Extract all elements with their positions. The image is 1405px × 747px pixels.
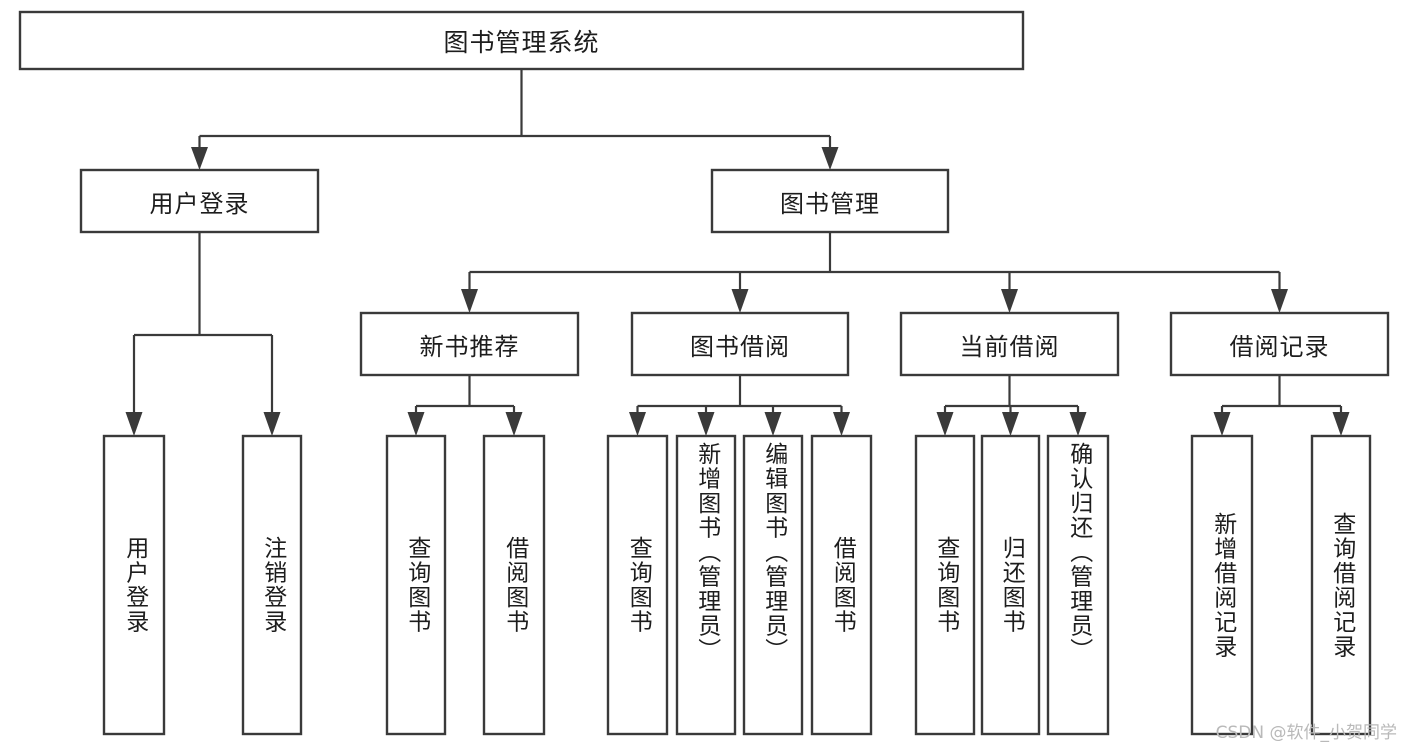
arrow-borrow-record-child-2 bbox=[1332, 412, 1350, 436]
leaf-box-add-borrow-record[interactable] bbox=[1190, 434, 1254, 736]
arrow-new-book-child-2 bbox=[505, 412, 523, 436]
arrow-book-mgmt-child-4 bbox=[1271, 289, 1288, 313]
leaf-box-logout-login[interactable] bbox=[241, 434, 303, 736]
arrow-root-to-book-mgmt bbox=[821, 147, 839, 170]
arrow-user-login-child-1 bbox=[125, 412, 143, 436]
leaf-box-user-login[interactable] bbox=[102, 434, 166, 736]
leaf-box-add-book-admin[interactable] bbox=[675, 434, 737, 736]
node-box-book-management[interactable] bbox=[710, 168, 950, 234]
node-box-user-login[interactable] bbox=[79, 168, 320, 234]
node-box-new-book-recommend[interactable] bbox=[359, 311, 580, 377]
node-box-borrow-record[interactable] bbox=[1169, 311, 1390, 377]
leaf-box-borrow-book[interactable] bbox=[810, 434, 873, 736]
connector-group-user-login bbox=[125, 232, 281, 436]
arrow-book-mgmt-child-3 bbox=[1001, 289, 1018, 313]
arrow-root-to-user-login bbox=[191, 147, 208, 170]
arrow-book-borrow-child-1 bbox=[629, 412, 646, 436]
leaf-box-query-borrow-record[interactable] bbox=[1310, 434, 1372, 736]
connector-group-borrow-record bbox=[1213, 375, 1350, 436]
arrow-book-borrow-child-2 bbox=[697, 412, 715, 436]
arrow-book-mgmt-child-1 bbox=[461, 289, 478, 313]
node-box-book-borrow[interactable] bbox=[630, 311, 850, 377]
arrow-borrow-record-child-1 bbox=[1213, 412, 1231, 436]
arrow-current-borrow-child-2 bbox=[1002, 412, 1019, 436]
connector-group-root bbox=[191, 69, 839, 170]
arrow-book-borrow-child-4 bbox=[833, 412, 850, 436]
node-box-current-borrow[interactable] bbox=[899, 311, 1120, 377]
leaf-box-query-book-new[interactable] bbox=[385, 434, 447, 736]
node-box-root[interactable] bbox=[18, 10, 1025, 71]
leaf-box-confirm-return-admin[interactable] bbox=[1046, 434, 1110, 736]
connector-group-new-book bbox=[407, 375, 523, 436]
arrow-current-borrow-child-1 bbox=[936, 412, 954, 436]
arrow-user-login-child-2 bbox=[263, 412, 281, 436]
arrow-book-borrow-child-3 bbox=[764, 412, 782, 436]
leaf-box-query-book-borrow[interactable] bbox=[606, 434, 669, 736]
connector-group-book-mgmt bbox=[461, 232, 1288, 313]
arrow-book-mgmt-child-2 bbox=[731, 289, 749, 313]
arrow-current-borrow-child-3 bbox=[1069, 412, 1087, 436]
leaf-box-edit-book-admin[interactable] bbox=[742, 434, 804, 736]
leaf-box-borrow-book-new[interactable] bbox=[482, 434, 546, 736]
leaf-box-return-book[interactable] bbox=[980, 434, 1041, 736]
connector-group-book-borrow bbox=[629, 375, 850, 436]
leaf-box-query-book-current[interactable] bbox=[914, 434, 976, 736]
connector-group-current-borrow bbox=[936, 375, 1087, 436]
arrow-new-book-child-1 bbox=[407, 412, 425, 436]
